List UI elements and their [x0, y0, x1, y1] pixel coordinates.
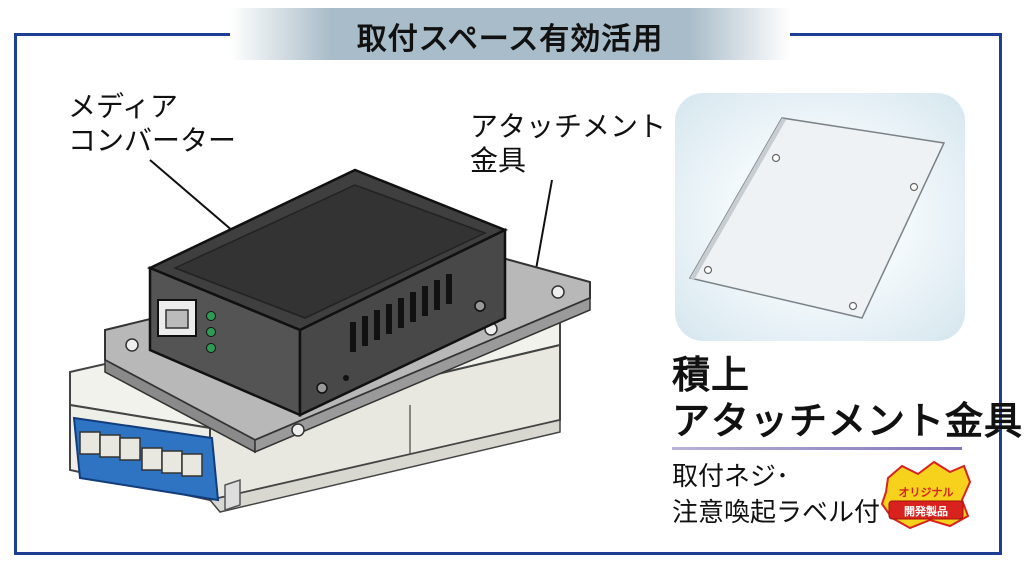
callout-media-converter: メディア コンバーター	[68, 90, 236, 158]
status-led	[206, 343, 216, 353]
status-led	[206, 311, 216, 321]
callout-bracket-line2: 金具	[470, 144, 527, 177]
title-band	[230, 8, 790, 60]
leader-line-bracket	[534, 179, 553, 276]
product-notes-line1: 取付ネジ･	[672, 462, 790, 492]
screw-icon	[474, 300, 486, 312]
headline-divider	[672, 447, 962, 450]
callout-media-converter-line1: メディア	[68, 90, 179, 123]
screw-icon	[125, 338, 139, 352]
product-headline: 積上 アタッチメント金具	[672, 352, 1023, 444]
bracket-photo	[688, 117, 946, 319]
media-converter	[146, 168, 509, 417]
product-headline-line2: アタッチメント金具	[672, 399, 1024, 443]
screw-icon	[316, 382, 328, 394]
badge-line1: オリジナル	[899, 486, 954, 499]
original-product-badge: オリジナル 開発製品	[880, 460, 972, 530]
callout-media-converter-line2: コンバーター	[68, 124, 237, 157]
callout-bracket: アタッチメント 金具	[470, 110, 666, 178]
lc-connector-row	[72, 416, 220, 502]
screw-icon	[291, 423, 305, 437]
callout-bracket-line1: アタッチメント	[470, 110, 667, 143]
page-title: 取付スペース有効活用	[356, 22, 664, 57]
product-notes: 取付ネジ･ 注意喚起ラベル付	[672, 459, 880, 531]
product-headline-line1: 積上	[672, 353, 751, 397]
product-notes-line2: 注意喚起ラベル付	[672, 498, 881, 528]
status-led	[206, 327, 216, 337]
badge-line2: 開発製品	[904, 504, 948, 518]
screw-icon	[551, 285, 565, 299]
